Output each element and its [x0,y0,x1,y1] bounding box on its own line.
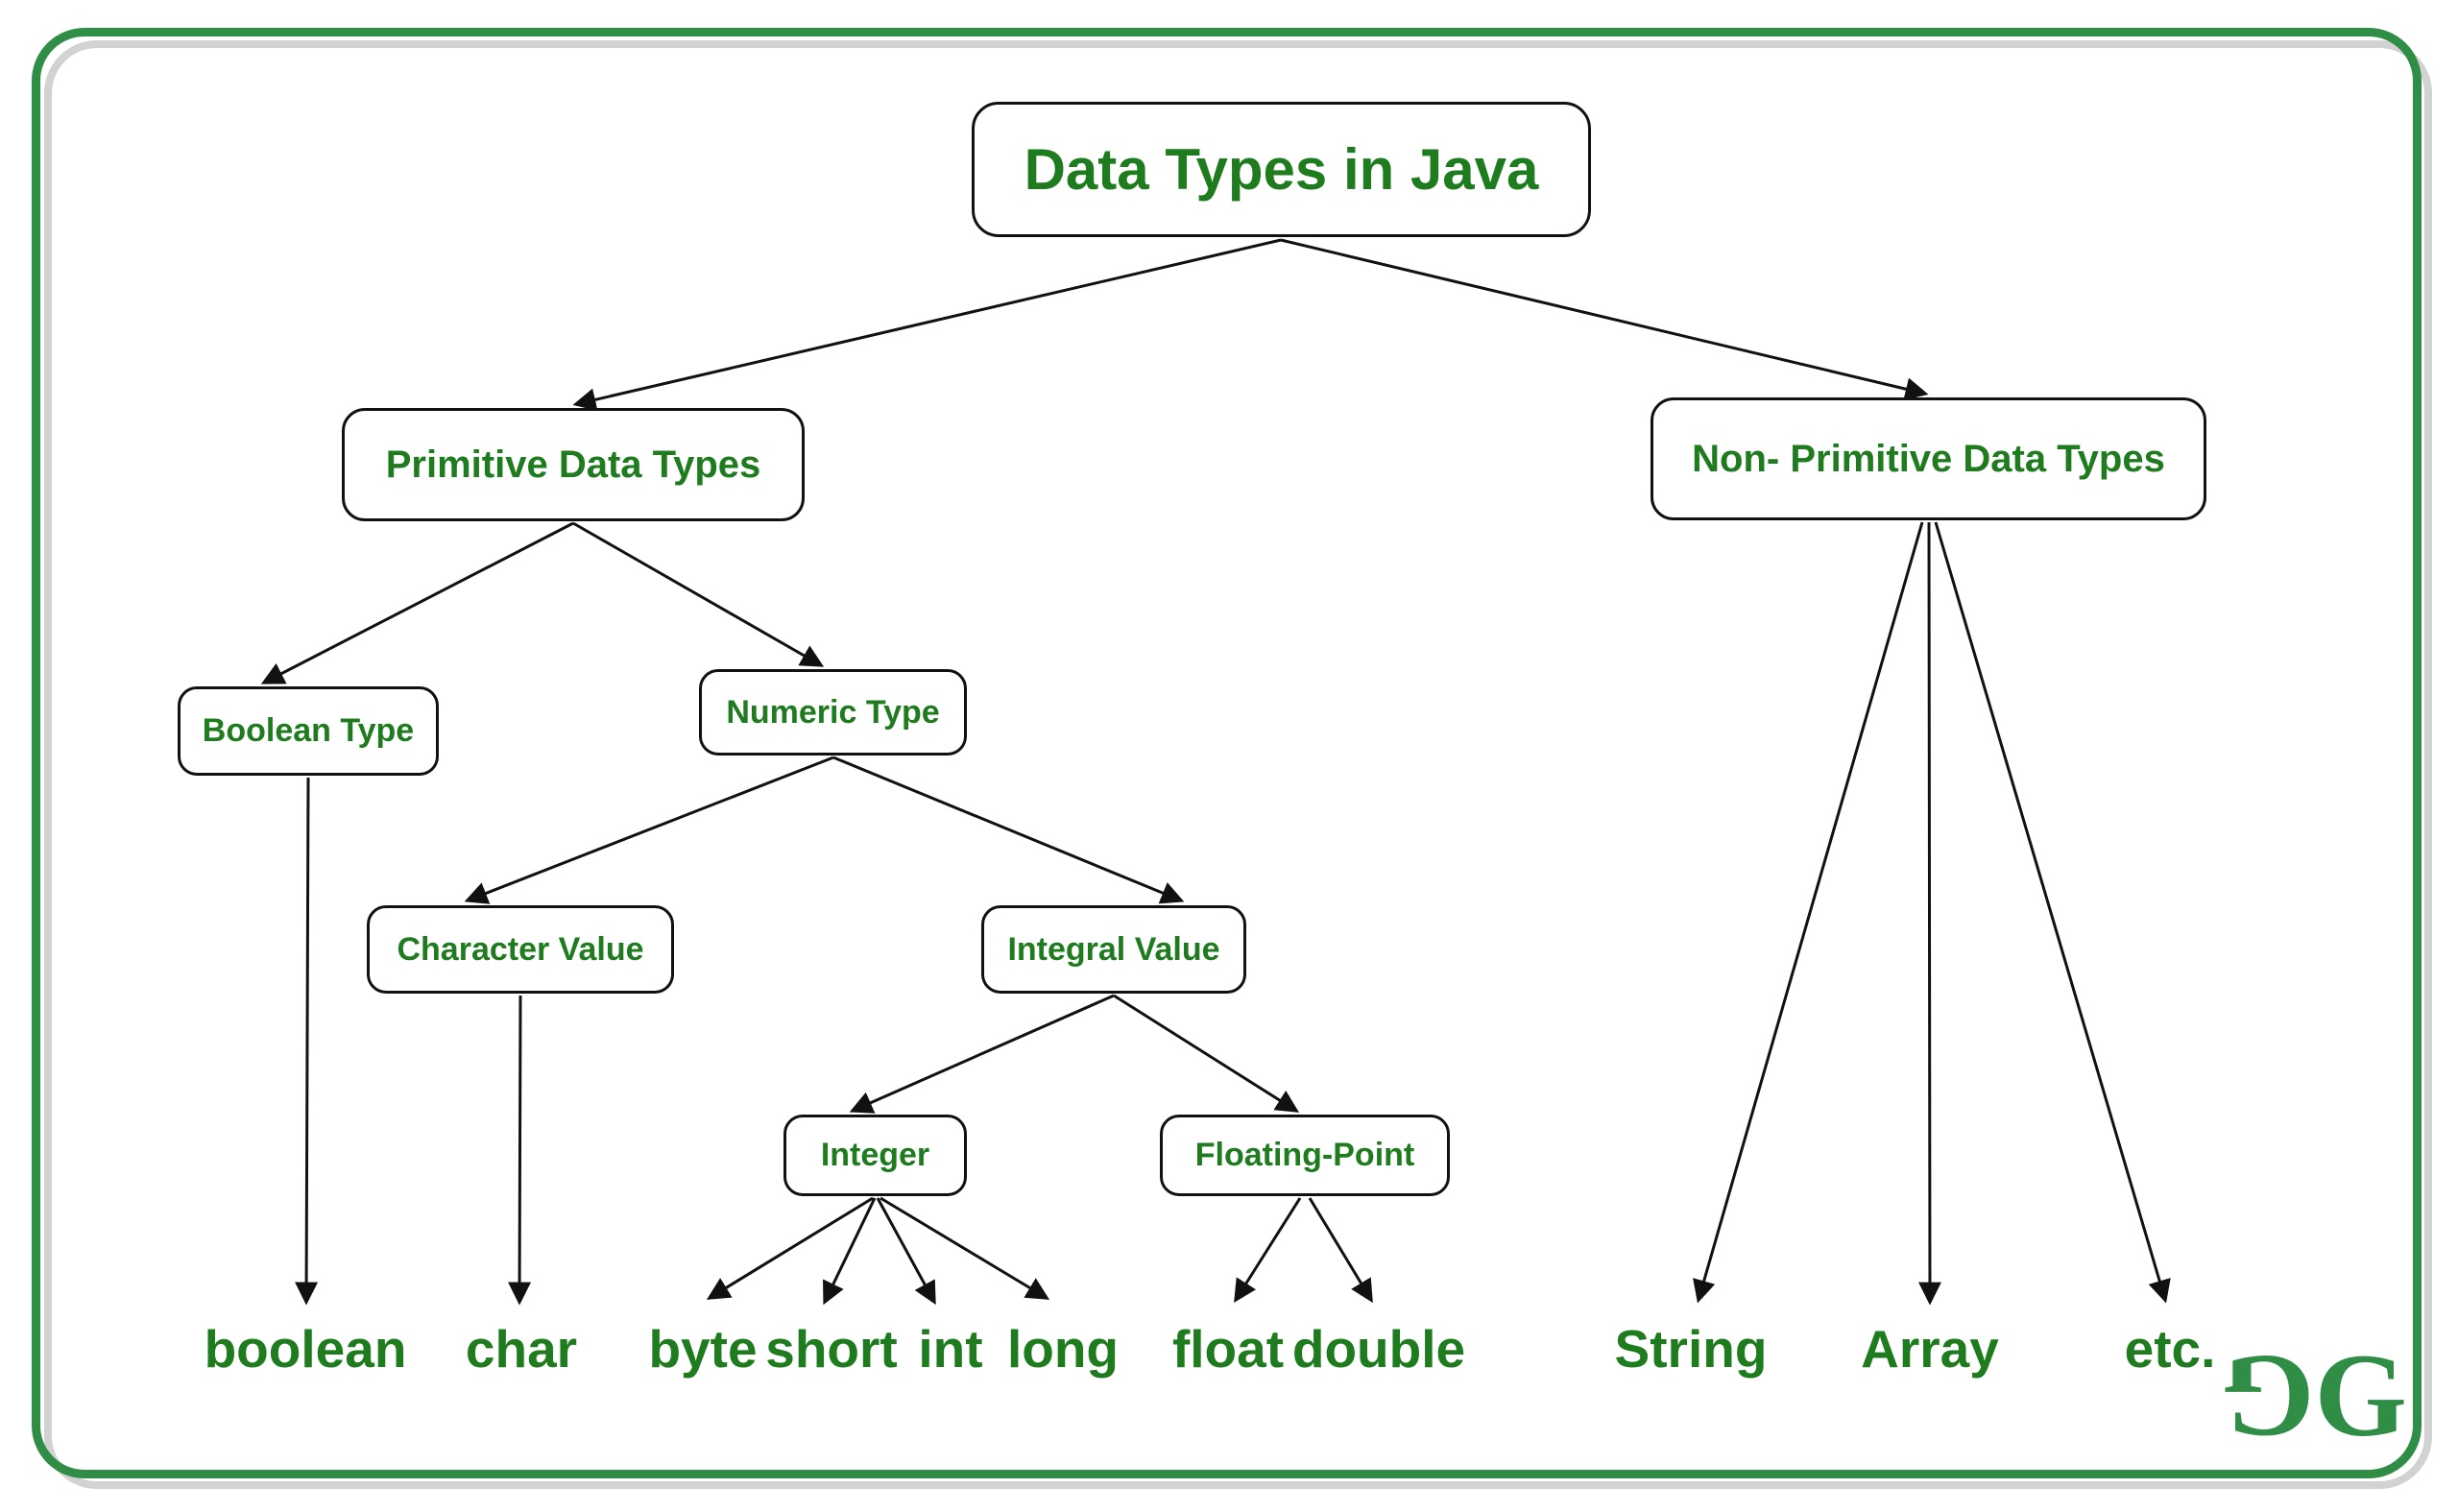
node-integral-value: Integral Value [981,905,1246,994]
geeksforgeeks-logo-icon: GG [2229,1330,2407,1462]
frame-shadow [44,40,2432,1489]
node-non-primitive-data-types: Non- Primitive Data Types [1651,397,2206,520]
node-label: Integer [820,1137,930,1173]
node-label: Character Value [397,930,644,968]
edge-non-primitive-array [1917,521,1941,1306]
edge-numeric-integral-value [832,756,1185,904]
node-boolean-type: Boolean Type [178,686,439,776]
node-primitive-data-types: Primitive Data Types [342,408,805,521]
leaf-array: Array [1861,1319,1999,1379]
node-label: Integral Value [1007,930,1220,968]
edge-floating-double [1308,1197,1373,1304]
node-label: Boolean Type [202,712,415,749]
edge-root-primitive [572,238,1282,412]
leaf-etc: etc. [2124,1319,2216,1379]
node-label: Non- Primitive Data Types [1692,437,2165,480]
leaf-int: int [918,1319,983,1379]
leaf-double: double [1291,1319,1466,1379]
leaf-boolean: boolean [204,1319,407,1379]
edge-floating-float [1234,1197,1302,1304]
node-label: Floating-Point [1194,1137,1415,1173]
leaf-char: char [465,1319,578,1379]
node-label: Data Types in Java [1024,137,1539,202]
node-numeric-type: Numeric Type [699,669,967,756]
logo-letter-flipped-g: G [2229,1331,2315,1462]
edge-integral-floating-point [1113,994,1300,1113]
node-character-value: Character Value [367,905,674,994]
leaf-byte: byte [648,1319,758,1379]
logo-letter-g: G [2314,1330,2406,1461]
leaf-long: long [1006,1319,1120,1379]
node-label: Numeric Type [726,693,940,731]
edge-boolean-type-boolean [295,777,319,1306]
edge-character-char [508,995,532,1306]
diagram-frame [32,28,2422,1478]
leaf-float: float [1171,1319,1285,1379]
node-integer: Integer [783,1115,967,1196]
node-label: Primitive Data Types [385,443,761,486]
leaf-string: String [1614,1319,1768,1379]
edge-integer-long [880,1196,1050,1300]
edge-numeric-character-value [464,756,834,904]
edge-primitive-boolean-type [260,521,574,684]
edge-non-primitive-string [1693,521,1924,1304]
leaf-short: short [765,1319,898,1379]
edge-primitive-numeric-type [572,521,825,667]
edge-non-primitive-etc [1934,521,2171,1304]
edge-integer-short [823,1197,877,1306]
node-floating-point: Floating-Point [1160,1115,1450,1196]
edge-integer-int [876,1197,936,1306]
node-data-types-in-java: Data Types in Java [972,102,1591,237]
edge-integral-integer [849,994,1115,1114]
edge-integer-byte [706,1196,874,1300]
edge-root-non-primitive [1280,238,1929,400]
